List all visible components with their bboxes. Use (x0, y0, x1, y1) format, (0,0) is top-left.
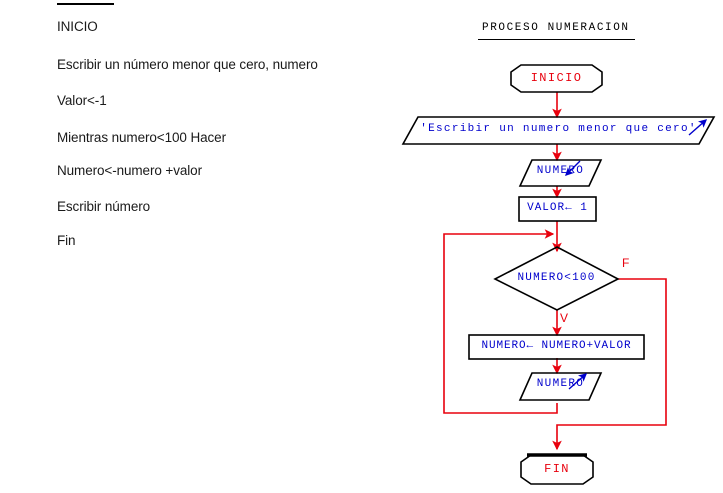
node-print-shape (518, 372, 603, 401)
node-read-shape (518, 159, 603, 187)
pseudocode-line-2: Escribir un número menor que cero, numer… (57, 57, 318, 72)
input-arrow-icon-read (565, 160, 581, 176)
branch-label-true: V (560, 311, 569, 325)
output-arrow-icon-prompt (688, 119, 708, 136)
node-end-shape (520, 454, 594, 485)
pseudocode-line-5: Numero<-numero +valor (57, 163, 202, 178)
flowchart-title-rule (478, 39, 635, 40)
node-valor-shape (518, 196, 597, 222)
pseudocode-line-1: INICIO (57, 19, 98, 34)
node-accumulate-shape (468, 334, 645, 360)
connector-decision-false (552, 278, 667, 451)
pseudocode-line-7: Fin (57, 233, 76, 248)
node-decision-shape (493, 246, 620, 311)
output-arrow-icon-print (568, 373, 588, 390)
pseudocode-line-6: Escribir número (57, 199, 151, 214)
branch-label-false: F (622, 256, 630, 270)
node-start-shape (510, 64, 603, 93)
node-prompt-shape (401, 116, 716, 145)
connector-loop-back (443, 229, 558, 414)
pseudocode-line-3: Valor<-1 (57, 93, 107, 108)
pseudocode-title-rule (57, 3, 114, 5)
flowchart-title: PROCESO NUMERACION (482, 22, 630, 34)
pseudocode-line-4: Mientras numero<100 Hacer (57, 130, 226, 145)
